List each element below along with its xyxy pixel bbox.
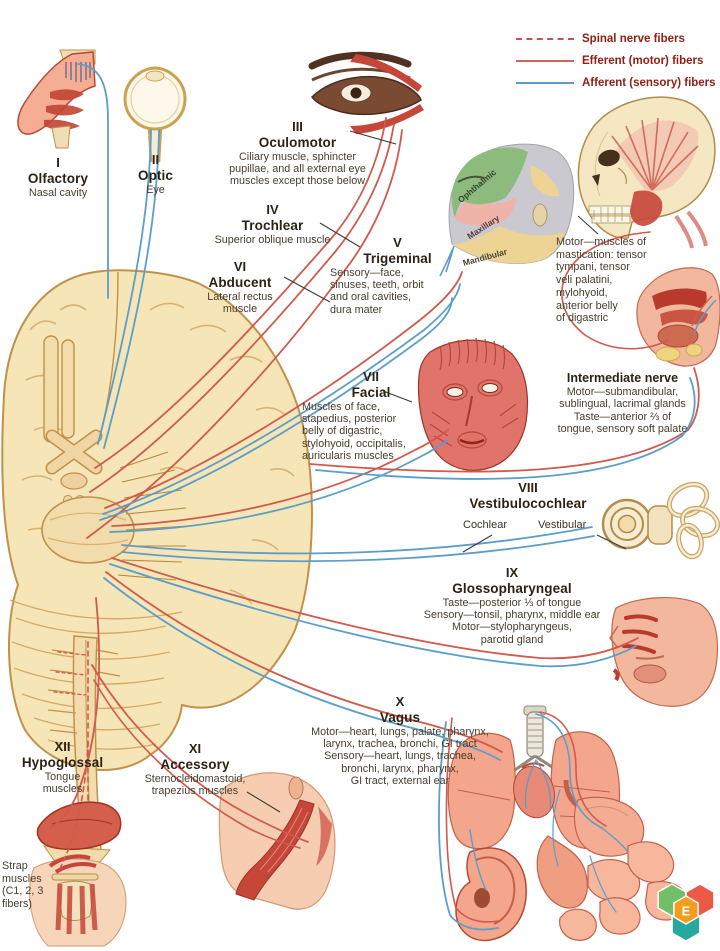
brain-illustration (1, 269, 313, 853)
fiber-legend: Spinal nerve fibers Efferent (motor) fib… (516, 28, 716, 94)
pharynx-illustration (609, 597, 719, 707)
nasal-cavity-illustration (17, 49, 96, 149)
legend-row-spinal: Spinal nerve fibers (516, 28, 716, 50)
cn1-name: Olfactory (27, 170, 89, 186)
cn1-numeral: I (56, 155, 60, 170)
trigeminal-motor-note: Motor—muscles of mastication: tensor tym… (556, 236, 647, 325)
label-cn10-vagus: X Vagus Motor—heart, lungs, palate, phar… (285, 694, 515, 787)
label-cn3-oculomotor: III Oculomotor Ciliary muscle, sphincter… (205, 119, 390, 188)
cn3-numeral: III (292, 119, 303, 134)
cn6-numeral: VI (233, 259, 247, 274)
tongue-illustration (36, 801, 122, 863)
cn8-name: Vestibulocochlear (469, 495, 587, 511)
facial-muscles-illustration (417, 337, 529, 471)
cn11-description: Sternocleidomastoid, trapezius muscles (144, 772, 246, 798)
intermediate-nerve-description: Motor—submandibular, sublingual, lacrima… (557, 386, 688, 435)
cn12-numeral: XII (54, 739, 71, 754)
label-cn2-optic: II Optic Eye (118, 152, 193, 196)
label-cn12-hypoglossal: XII Hypoglossal Tongue muscles (15, 739, 110, 796)
cn8-numeral: VIII (518, 480, 538, 495)
label-cn6-abducent: VI Abducent Lateral rectus muscle (185, 259, 295, 316)
label-cn1-olfactory: I Olfactory Nasal cavity (18, 155, 98, 199)
cn7-name: Facial (351, 384, 391, 400)
intermediate-nerve-label: Intermediate nerve Motor—submandibular, … (535, 371, 710, 435)
cn6-description: Lateral rectus muscle (207, 290, 273, 316)
cn5-description: Sensory—face, sinuses, teeth, orbit and … (330, 266, 424, 316)
publisher-logo: E (657, 883, 715, 942)
cn3-description: Ciliary muscle, sphincter pupillae, and … (229, 150, 366, 188)
legend-label: Efferent (motor) fibers (582, 55, 704, 67)
label-cn11-accessory: XI Accessory Sternocleidomastoid, trapez… (125, 741, 265, 798)
cochlear-branch-label: Cochlear (463, 519, 508, 531)
cn9-name: Glossopharyngeal (452, 580, 572, 596)
label-cn9-glossopharyngeal: IX Glossopharyngeal Taste—posterior ⅓ of… (392, 565, 632, 646)
label-cn5-trigeminal: V Trigeminal Sensory—face, sinuses, teet… (330, 235, 465, 316)
logo-letter: E (682, 904, 691, 919)
eye-illustration (123, 66, 187, 163)
cn11-numeral: XI (188, 741, 202, 756)
cn1-description: Nasal cavity (28, 186, 88, 199)
cn2-name: Optic (137, 167, 173, 183)
cn10-name: Vagus (379, 709, 421, 725)
cn7-description: Muscles of face, stapedius, posterior be… (302, 400, 406, 462)
outer-ear-illustration (455, 847, 527, 942)
trigeminal-dermatome-head-illustration (439, 143, 575, 277)
thoracic-organs-illustration (447, 705, 621, 850)
cn6-name: Abducent (208, 274, 272, 290)
efferent-fiber-swatch (516, 60, 574, 62)
cn12-description: Tongue muscles (42, 770, 83, 796)
cn12-name: Hypoglossal (21, 754, 104, 770)
leader-lines (246, 130, 627, 813)
cn3-name: Oculomotor (258, 134, 337, 150)
spinal-fiber-swatch (516, 38, 574, 40)
cn5-numeral: V (393, 235, 402, 250)
larynx-strap-muscles-illustration (29, 854, 127, 947)
cn9-description: Taste—posterior ⅓ of tongue Sensory—tons… (423, 596, 601, 646)
label-cn7-facial: VII Facial Muscles of face, stapedius, p… (296, 369, 446, 462)
cn4-name: Trochlear (241, 217, 304, 233)
cn5-name: Trigeminal (363, 250, 432, 266)
afferent-fiber-swatch (516, 82, 574, 84)
vestibular-branch-label: Vestibular (538, 519, 587, 531)
orbit-muscles-illustration (308, 51, 424, 134)
cn2-numeral: II (151, 152, 160, 167)
intermediate-nerve-title: Intermediate nerve (566, 371, 679, 385)
cn10-numeral: X (395, 694, 405, 709)
cn4-description: Superior oblique muscle (214, 233, 331, 246)
legend-label: Afferent (sensory) fibers (582, 77, 716, 89)
cn10-description: Motor—heart, lungs, palate, pharynx, lar… (311, 725, 489, 787)
cn7-numeral: VII (363, 369, 379, 384)
cn9-numeral: IX (505, 565, 519, 580)
strap-muscles-note: Strap muscles (C1, 2, 3 fibers) (2, 860, 44, 911)
nerve-fibers (49, 63, 700, 931)
cn2-description: Eye (146, 183, 165, 196)
legend-label: Spinal nerve fibers (582, 33, 685, 45)
inner-ear-illustration (601, 481, 720, 560)
label-cn8-vestibulocochlear: VIII Vestibulocochlear (428, 480, 628, 511)
oral-cavity-illustration (636, 267, 720, 367)
cn11-name: Accessory (160, 756, 230, 772)
abdominal-organs-illustration (536, 779, 688, 941)
legend-row-efferent: Efferent (motor) fibers (516, 50, 716, 72)
label-cn4-trochlear: IV Trochlear Superior oblique muscle (190, 202, 355, 246)
skull-mastication-illustration (577, 96, 716, 249)
legend-row-afferent: Afferent (sensory) fibers (516, 72, 716, 94)
cn4-numeral: IV (266, 202, 279, 217)
